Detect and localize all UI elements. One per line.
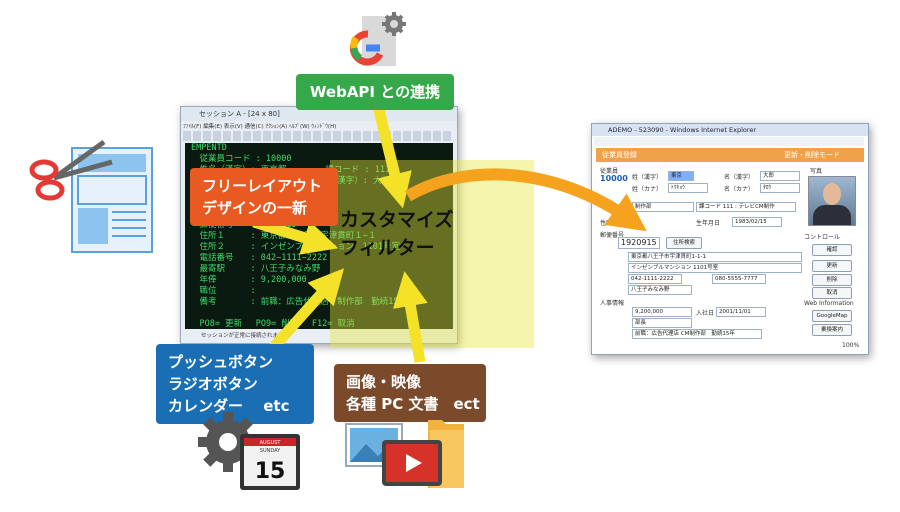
field-input-3[interactable]: ﾀﾛｳ xyxy=(760,183,800,193)
terminal-line: 電話番号 : 042−1111−2222 xyxy=(191,253,328,263)
birth-label: 生年月日 xyxy=(696,220,721,227)
join-label: 入社日 xyxy=(696,310,715,317)
postal-input[interactable]: 1920915 xyxy=(618,237,660,249)
buttons-line3: カレンダー etc xyxy=(168,397,290,415)
browser-title: ADEMO - 523090 - Windows Internet Explor… xyxy=(592,124,868,136)
notes-input[interactable]: 前職：広告代理店 CM制作部 勤続15年 xyxy=(632,329,762,339)
delete-button[interactable]: 削除 xyxy=(812,274,852,286)
webapi-badge-text: WebAPI との連携 xyxy=(309,83,441,101)
freelayout-line2: デザインの一新 xyxy=(202,199,308,217)
filter-title-line1: カスタマイズ xyxy=(340,209,454,231)
photo-head xyxy=(823,183,841,205)
googlemap-button[interactable]: GoogleMap xyxy=(812,310,852,322)
birth-input[interactable]: 1983/02/15 xyxy=(732,217,782,227)
cancel-button[interactable]: 取消 xyxy=(812,287,852,299)
calendar-month: AUGUST xyxy=(260,440,282,446)
freelayout-line1: フリーレイアウト xyxy=(202,177,323,195)
web-info-label: Web Information xyxy=(804,300,854,307)
postal-label: 郵便番号 xyxy=(600,232,625,239)
terminal-toolbar[interactable] xyxy=(183,131,453,141)
terminal-line: 備考 : 前職：広告代理店 制作部 勤続15年 xyxy=(191,297,407,307)
mobile-input[interactable]: 080-5555-7777 xyxy=(712,274,766,284)
station-input[interactable]: 八王子みなみ野 xyxy=(628,285,692,295)
section-select[interactable]: 課コード 111 : テレビCM制作 xyxy=(696,202,796,212)
field-label-2: 姓（カナ） xyxy=(632,186,663,193)
terminal-line: PO8= 更新 PO9= 削除 F12= 取消 xyxy=(191,319,355,329)
browser-toolbar[interactable] xyxy=(594,137,864,146)
control-label: コントロール xyxy=(804,234,841,241)
terminal-line: 最寄駅 : 八王子みなみ野 xyxy=(191,264,321,274)
media-line1: 画像・映像 xyxy=(346,373,422,391)
form-header: 従業員登録 更新・削除モード xyxy=(596,148,864,162)
field-input-1[interactable]: 大郎 xyxy=(760,171,800,181)
field-label-0: 姓（漢字） xyxy=(632,174,663,181)
form-header-left: 従業員登録 xyxy=(602,151,637,159)
zoom-level: 100% xyxy=(842,342,860,349)
field-label-1: 名（漢字） xyxy=(724,174,755,181)
employee-photo xyxy=(808,176,856,226)
media-line2: 各種 PC 文書 ect xyxy=(346,395,480,413)
gear-calendar-icon: AUGUST SUNDAY 15 xyxy=(198,412,300,490)
photo-suit xyxy=(813,205,851,225)
buttons-line1: プッシュボタン xyxy=(168,353,274,371)
field-input-2[interactable]: ﾄｳｷｮｳ xyxy=(668,183,708,193)
calendar-day: 15 xyxy=(255,459,286,484)
media-badge: 画像・映像 各種 PC 文書 ect xyxy=(334,364,486,422)
webapi-badge: WebAPI との連携 xyxy=(296,74,454,110)
arrow-to-browser xyxy=(404,168,647,232)
hr-label: 人事情報 xyxy=(600,300,625,307)
confirm-button[interactable]: 確認 xyxy=(812,244,852,256)
arrow-webapi xyxy=(372,104,412,209)
form-header-right: 更新・削除モード xyxy=(784,151,840,159)
photo-label: 写真 xyxy=(810,168,823,175)
calendar-dayname: SUNDAY xyxy=(260,448,281,454)
join-input[interactable]: 2001/11/01 xyxy=(716,307,766,317)
terminal-title: セッション A - [24 x 80] xyxy=(181,107,457,121)
browser-window: ADEMO - 523090 - Windows Internet Explor… xyxy=(591,123,869,355)
salary-input[interactable]: 9,200,000 xyxy=(632,307,692,317)
emp-label: 従業員 xyxy=(600,168,619,175)
photo-video-folder-icon xyxy=(345,420,464,488)
terminal-line: 年俸 : 9,200,000 xyxy=(191,275,307,285)
terminal-line: EMPENTD xyxy=(191,143,227,153)
freelayout-badge: フリーレイアウト デザインの一新 xyxy=(190,168,338,226)
postal-search-button[interactable]: 住所検索 xyxy=(666,237,702,249)
scissors-document-icon xyxy=(29,140,153,253)
terminal-line: 職位 : xyxy=(191,286,256,296)
update-button[interactable]: 更新 xyxy=(812,260,852,272)
terminal-status: セッションが正常に接続されました xyxy=(201,333,290,339)
tel-input[interactable]: 042-1111-2222 xyxy=(628,274,682,284)
address2-input[interactable]: インゼンブルマンション 1101号室 xyxy=(628,263,802,273)
arrow-media xyxy=(393,271,428,363)
position-select[interactable]: 部長 xyxy=(632,318,692,328)
google-gear-icon xyxy=(349,12,406,66)
filter-title: カスタマイズ フィルター xyxy=(340,206,453,262)
field-label-3: 名（カナ） xyxy=(724,186,755,193)
emp-code: 10000 xyxy=(600,174,628,183)
address1-input[interactable]: 東京都八王子市宇津貫町1-1-1 xyxy=(628,252,802,262)
terminal-line: 従業員コード : 10000 xyxy=(191,154,292,164)
buttons-line2: ラジオボタン xyxy=(168,375,258,393)
field-input-0[interactable]: 東京 xyxy=(668,171,694,181)
filter-title-line2: フィルター xyxy=(340,237,435,259)
buttons-badge: プッシュボタン ラジオボタン カレンダー etc xyxy=(156,344,314,424)
filter-overlay xyxy=(330,160,534,348)
transit-button[interactable]: 乗換案内 xyxy=(812,324,852,336)
terminal-menu[interactable]: ﾌｧｲﾙ(F) 編集(E) 表示(V) 通信(C) ｱｸｼｮﾝ(A) ﾍﾙﾌﾟ(… xyxy=(183,124,337,130)
